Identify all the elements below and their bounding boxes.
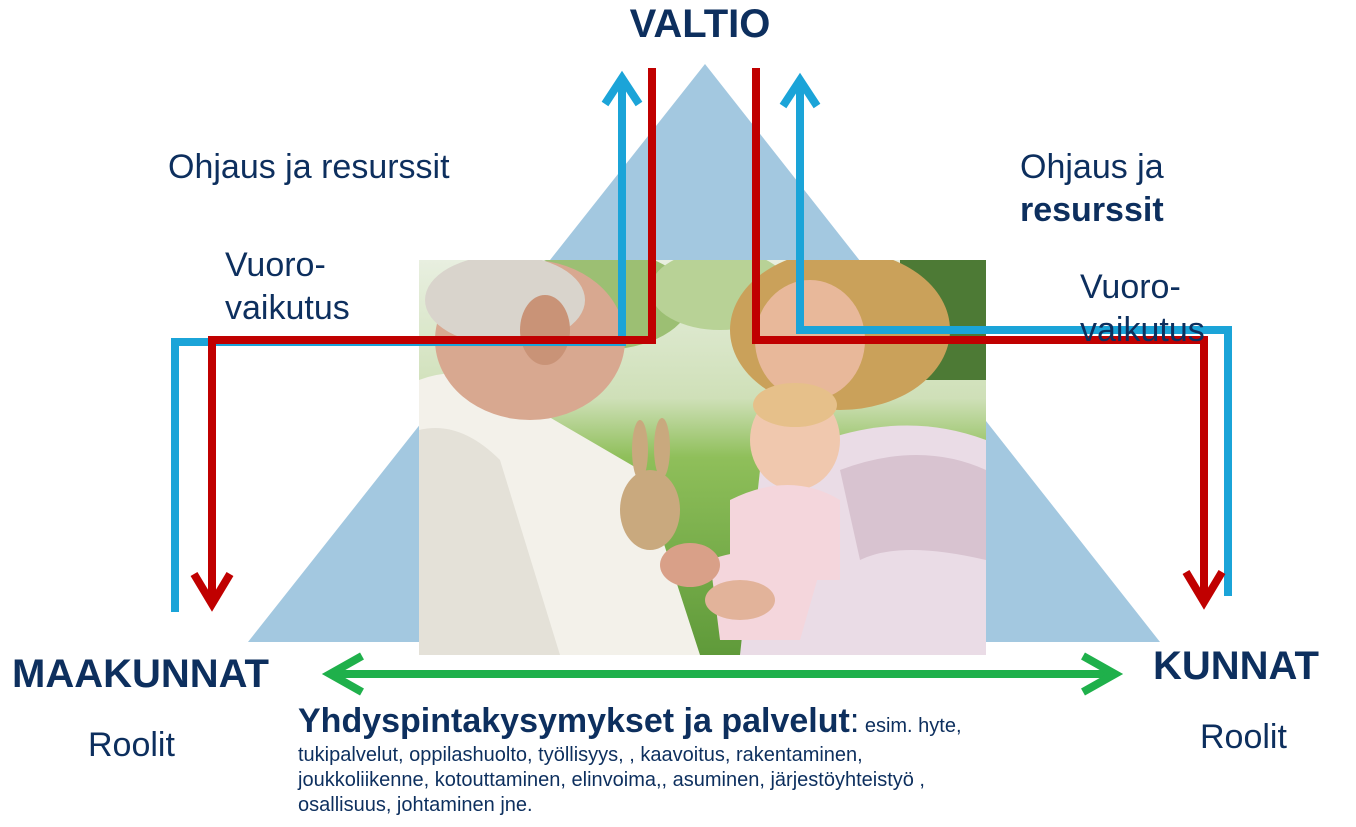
- interface-line4: osallisuus, johtaminen jne.: [298, 793, 533, 816]
- blue-arrow-right: [779, 72, 1232, 596]
- right-interaction-label: Vuoro- vaikutus: [1080, 266, 1205, 351]
- interface-first-line: Yhdyspintakysymykset ja palvelut: esim. …: [298, 700, 1098, 743]
- interface-intro: esim. hyte,: [864, 715, 962, 737]
- red-arrow-left: [190, 68, 656, 612]
- interface-services-text: Yhdyspintakysymykset ja palvelut: esim. …: [298, 700, 1098, 818]
- kunnat-label: KUNNAT: [1153, 644, 1319, 688]
- interface-line3: joukkoliikenne, kotouttaminen, elinvoima…: [298, 768, 925, 791]
- right-interaction-line2: vaikutus: [1080, 310, 1205, 349]
- interface-colon: :: [849, 702, 860, 740]
- left-guidance-label: Ohjaus ja resurssit: [168, 148, 450, 186]
- maakunnat-roles: Roolit: [88, 726, 175, 764]
- left-interaction-line1: Vuoro-: [225, 246, 326, 284]
- maakunnat-label: MAAKUNNAT: [12, 652, 269, 696]
- left-interaction-label: Vuoro- vaikutus: [225, 244, 350, 329]
- kunnat-roles: Roolit: [1200, 718, 1287, 756]
- family-photo: [419, 260, 986, 655]
- red-arrow-right: [752, 68, 1226, 610]
- interface-line2: tukipalvelut, oppilashuolto, työllisyys,…: [298, 743, 863, 766]
- right-interaction-line1: Vuoro-: [1080, 268, 1181, 306]
- interface-heading: Yhdyspintakysymykset ja palvelut: [298, 702, 850, 740]
- right-guidance-label: Ohjaus ja resurssit: [1020, 146, 1164, 231]
- green-bidirectional-arrow: [321, 652, 1124, 696]
- valtio-label: VALTIO: [629, 2, 771, 46]
- right-guidance-line2: resurssit: [1020, 190, 1164, 229]
- left-interaction-line2: vaikutus: [225, 288, 350, 327]
- right-guidance-line1: Ohjaus ja: [1020, 148, 1164, 186]
